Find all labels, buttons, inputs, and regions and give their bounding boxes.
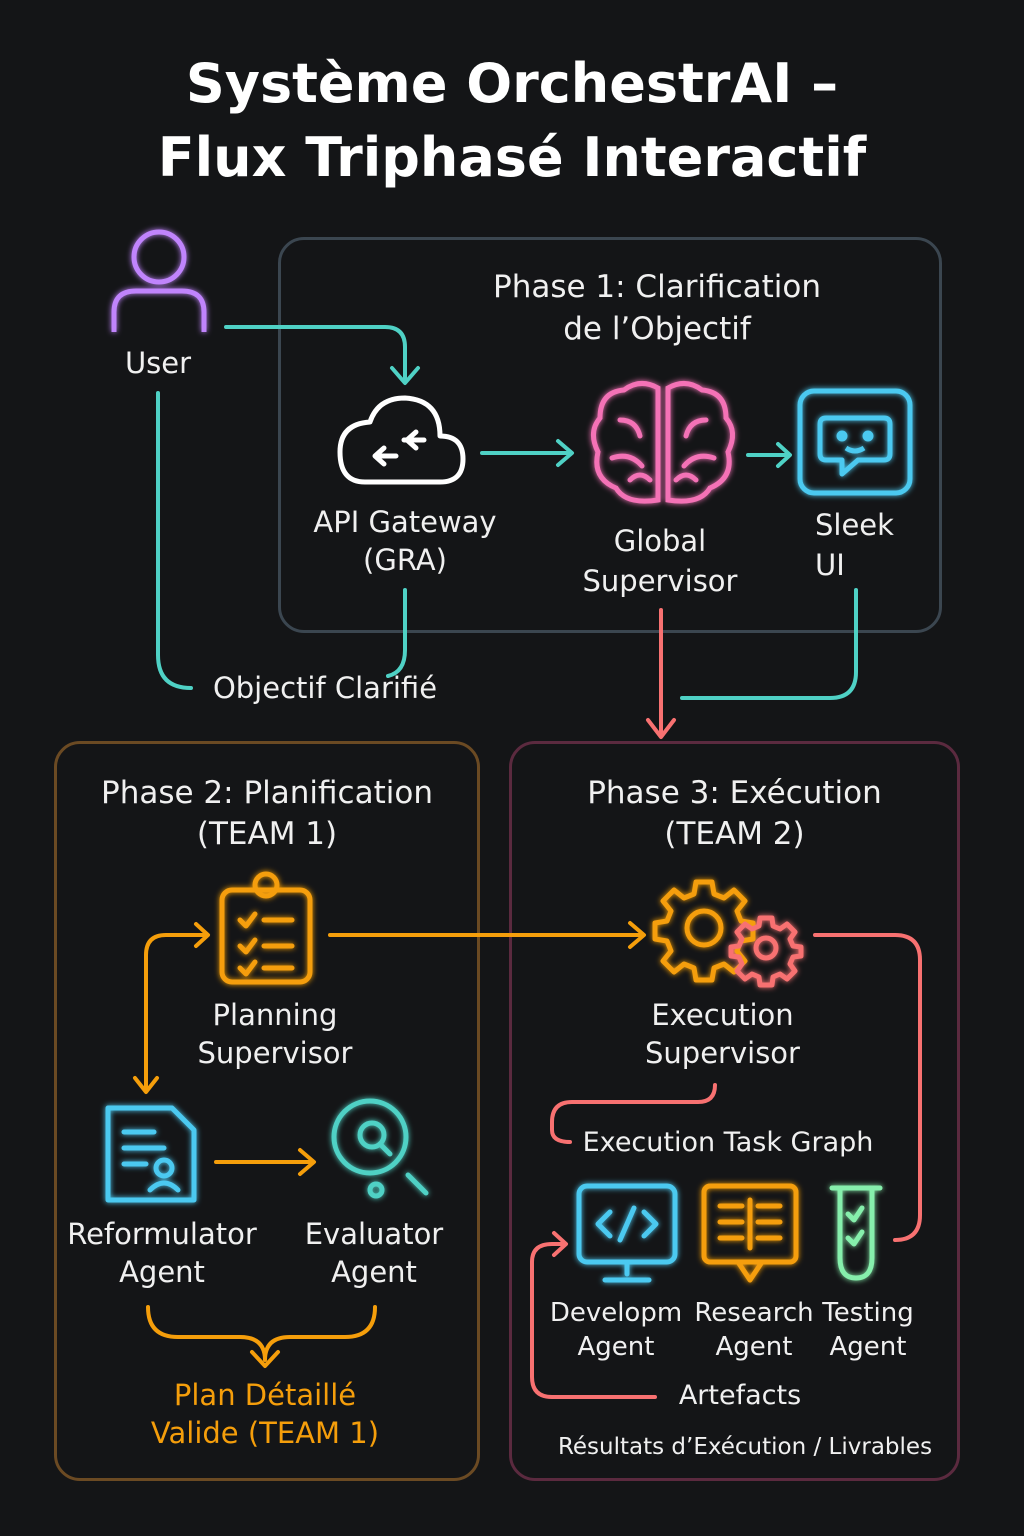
phase3-title-line2: (TEAM 2) xyxy=(664,816,805,852)
gears-icon xyxy=(652,879,804,988)
phase1-title-line1: Phase 1: Clarification xyxy=(493,269,821,305)
chat-icon xyxy=(797,388,913,496)
develop-agent-label-line2: Agent xyxy=(577,1332,655,1362)
execution-task-graph-label: Execution Task Graph xyxy=(582,1127,874,1158)
api-gateway-label-line2: (GRA) xyxy=(363,543,447,577)
connector-reformulator-to-planning xyxy=(144,933,207,1090)
research-agent-label-line2: Agent xyxy=(715,1332,793,1362)
diagram-title-line2: Flux Triphasé Interactif xyxy=(157,126,867,189)
connector-task-graph xyxy=(550,1083,717,1144)
connector-user-to-gateway xyxy=(224,325,407,380)
evaluator-label-line1: Evaluator xyxy=(304,1217,444,1251)
cloud-icon xyxy=(337,395,466,485)
phase2-title-line2: (TEAM 1) xyxy=(196,816,338,852)
code-monitor-icon xyxy=(576,1183,678,1283)
sleek-ui-label-line2: UI xyxy=(815,548,845,582)
api-gateway-label-line1: API Gateway xyxy=(313,505,497,539)
reformulator-label-line2: Agent xyxy=(119,1255,205,1289)
arrowhead-execution xyxy=(628,921,646,949)
book-icon xyxy=(701,1183,799,1283)
plan-label-line1: Plan Détaillé xyxy=(173,1378,357,1412)
user-icon xyxy=(111,229,207,332)
arrowhead-reformulator xyxy=(133,1076,159,1094)
phase3-title-line1: Phase 3: Exécution xyxy=(587,775,882,811)
artefacts-label: Artefacts xyxy=(678,1380,802,1411)
planning-supervisor-label-line2: Supervisor xyxy=(197,1036,353,1070)
arrowhead-develop xyxy=(552,1231,568,1257)
arrowhead-gateway xyxy=(390,366,420,385)
planning-supervisor-label-line1: Planning xyxy=(212,998,338,1032)
phase2-panel xyxy=(54,741,480,1481)
clipboard-icon xyxy=(219,871,313,985)
evaluator-label-line2: Agent xyxy=(331,1255,417,1289)
plan-label-line2: Valide (TEAM 1) xyxy=(150,1416,380,1450)
brain-icon xyxy=(591,381,735,504)
connector-gateway-down xyxy=(386,588,407,678)
user-label: User xyxy=(124,346,192,380)
phase1-title-line2: de l’Objectif xyxy=(563,311,751,347)
execution-supervisor-label-line2: Supervisor xyxy=(645,1036,800,1070)
arrowhead-planning xyxy=(194,922,210,948)
arrowhead-global xyxy=(556,439,574,467)
connector-artefacts xyxy=(530,1242,657,1399)
global-supervisor-label-line1: Global xyxy=(613,524,707,558)
develop-agent-label-line1: Developm xyxy=(549,1298,683,1328)
results-label: Résultats d’Exécution / Livrables xyxy=(557,1434,933,1460)
objectif-clarifie-label: Objectif Clarifié xyxy=(212,671,438,705)
arrowhead-phase3 xyxy=(646,718,676,739)
arrowhead-plan xyxy=(250,1350,280,1368)
connector-ui-down xyxy=(680,588,858,700)
arrowhead-evaluator xyxy=(298,1148,316,1176)
research-agent-label-line1: Research xyxy=(694,1298,814,1328)
diagram-title-line1: Système OrchestrAI – xyxy=(185,52,839,115)
testing-agent-label-line1: Testing xyxy=(822,1298,914,1328)
arrowhead-ui xyxy=(776,442,792,468)
execution-supervisor-label-line1: Execution xyxy=(651,998,794,1032)
document-icon xyxy=(105,1105,197,1203)
magnifier-icon xyxy=(331,1098,429,1199)
plan-bracket xyxy=(146,1305,377,1362)
global-supervisor-label-line2: Supervisor xyxy=(582,564,738,598)
connector-execution-to-testing xyxy=(813,933,922,1242)
phase1-panel xyxy=(278,237,942,633)
testing-agent-label-line2: Agent xyxy=(829,1332,907,1362)
phase3-panel xyxy=(509,741,960,1481)
connector-user-down xyxy=(156,391,193,690)
phase2-title-line1: Phase 2: Planification xyxy=(101,775,433,811)
reformulator-label-line1: Reformulator xyxy=(67,1217,257,1251)
sleek-ui-label-line1: Sleek xyxy=(815,508,894,542)
test-tube-icon xyxy=(829,1185,883,1281)
